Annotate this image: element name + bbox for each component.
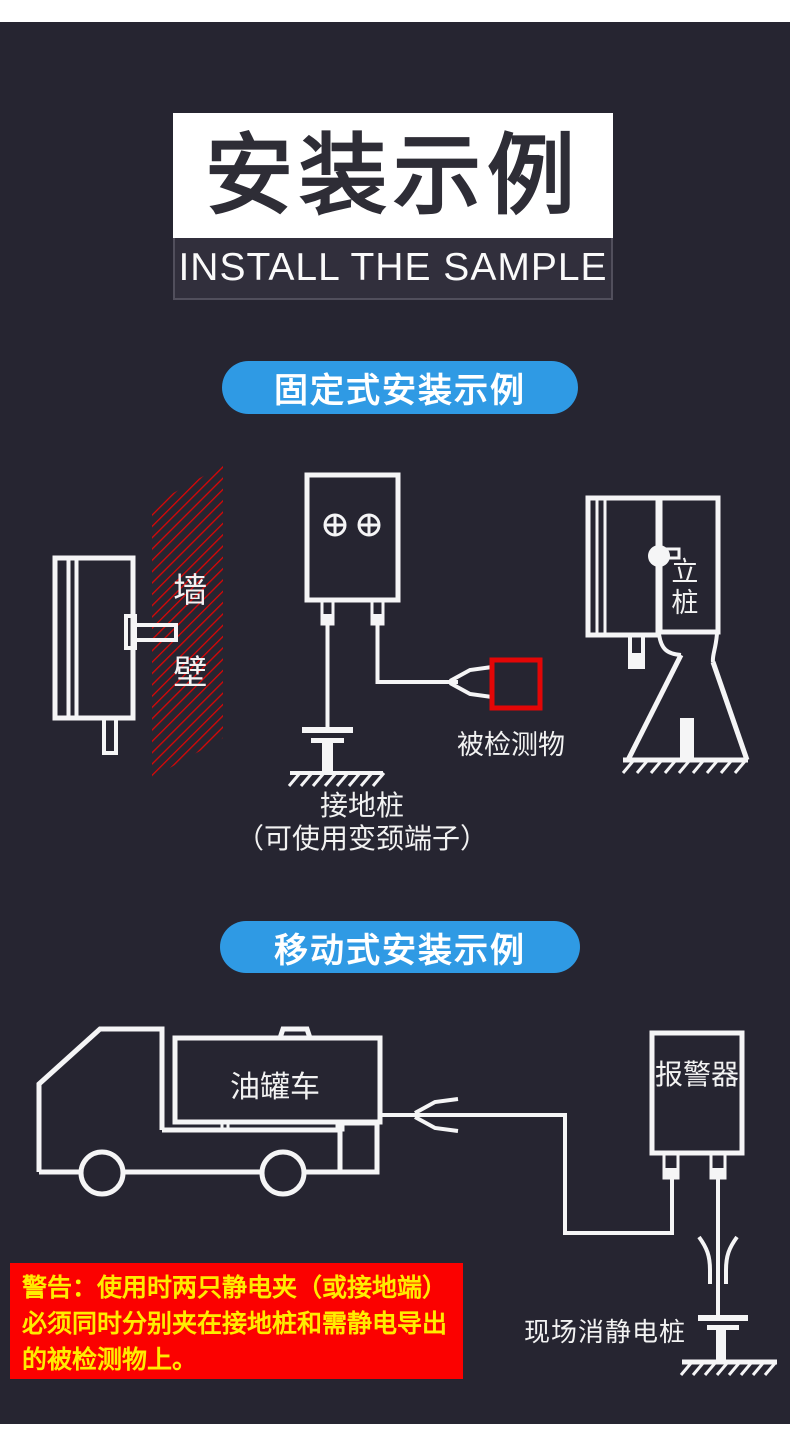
warning-line-3: 的被检测物上。 [22,1346,198,1374]
ground-pile-label-line1: 接地桩 [319,790,404,821]
site-ground-symbol [679,1315,778,1376]
detector-device [304,472,401,727]
alarm-label: 报警器 [654,1059,739,1090]
fixed-install-heading-pill: 固定式安装示例 [222,361,578,414]
wall-mounted-device [52,555,178,755]
screw-terminal-icons [323,513,381,537]
ground-pile-label: 接地桩 （可使用变颈端子） [212,789,512,855]
warning-box: 警告：使用时两只静电夹（或接地端） 必须同时分别夹在接地桩和需静电导出 的被检测… [10,1263,463,1379]
site-pile-label: 现场消静电桩 [523,1317,686,1347]
warning-line-2: 必须同时分别夹在接地桩和需静电导出 [22,1310,448,1338]
title-banner: 安装示例 [173,113,613,238]
mobile-install-heading-pill: 移动式安装示例 [220,921,580,973]
truck-wheel-rear [259,1149,307,1197]
ground-symbol [287,727,386,787]
page-title: 安装示例 [204,125,581,225]
detected-object-box [489,657,543,711]
warning-line-1: 警告：使用时两只静电夹（或接地端） [22,1274,448,1302]
pillar-label: 立桩 [667,557,698,619]
alarm-terminals [662,1151,727,1180]
tanker-label: 油罐车 [230,1071,320,1104]
mounting-screw [124,614,178,650]
alarm-wire-left [413,1113,674,1235]
alarm-device [649,1030,745,1180]
page-subtitle: INSTALL THE SAMPLE [178,246,608,289]
detected-object-label: 被检测物 [457,730,565,760]
device-terminals [320,598,385,626]
mobile-install-diagram [36,1026,778,1376]
mobile-install-heading: 移动式安装示例 [274,931,526,970]
fixed-install-heading: 固定式安装示例 [274,372,526,410]
ground-pile-label-line2: （可使用变颈端子） [235,823,488,854]
subtitle-banner: INSTALL THE SAMPLE [173,238,613,300]
wall-label: 墙壁 [167,572,206,736]
pillar-device [585,495,750,774]
static-clamp-truck [414,1097,459,1133]
detect-wire-clamp [375,624,493,699]
truck-wheel-front [78,1149,126,1197]
static-clamp-pile [697,1178,739,1315]
fixed-install-diagram [52,465,750,787]
tanker-truck [36,1026,413,1197]
wall-hatch [152,465,223,778]
